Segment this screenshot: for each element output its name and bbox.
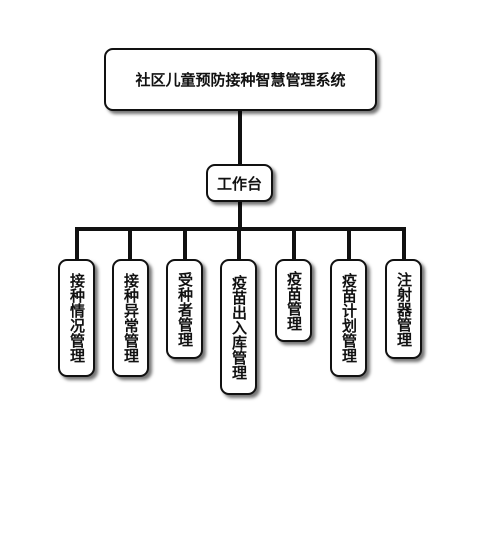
connector-drop-1 — [75, 227, 79, 259]
module-label: 疫苗出入库管理 — [230, 274, 248, 380]
hub-node: 工作台 — [206, 164, 273, 202]
root-node: 社区儿童预防接种智慧管理系统 — [104, 48, 377, 111]
connector-drop-5 — [292, 227, 296, 259]
module-node-vaccines: 疫苗管理 — [275, 259, 312, 342]
connector-drop-4 — [237, 227, 241, 259]
root-label: 社区儿童预防接种智慧管理系统 — [135, 71, 346, 89]
module-node-syringes: 注射器管理 — [385, 259, 422, 359]
module-node-vaccination-status: 接种情况管理 — [58, 259, 95, 377]
connector-drop-2 — [128, 227, 132, 259]
connector-hub-to-bus — [238, 202, 242, 229]
connector-drop-3 — [183, 227, 187, 259]
connector-root-to-hub — [238, 111, 242, 164]
hub-label: 工作台 — [216, 174, 262, 193]
connector-drop-7 — [402, 227, 406, 259]
module-label: 疫苗计划管理 — [340, 273, 358, 363]
module-label: 疫苗管理 — [285, 270, 303, 331]
module-label: 注射器管理 — [395, 271, 413, 347]
module-label: 受种者管理 — [176, 271, 194, 347]
module-label: 接种异常管理 — [122, 273, 140, 363]
module-node-vaccine-inventory: 疫苗出入库管理 — [220, 259, 257, 395]
connector-drop-6 — [347, 227, 351, 259]
module-node-recipients: 受种者管理 — [166, 259, 203, 359]
module-node-vaccine-plan: 疫苗计划管理 — [330, 259, 367, 377]
module-node-vaccination-anomaly: 接种异常管理 — [112, 259, 149, 377]
module-label: 接种情况管理 — [68, 273, 86, 363]
